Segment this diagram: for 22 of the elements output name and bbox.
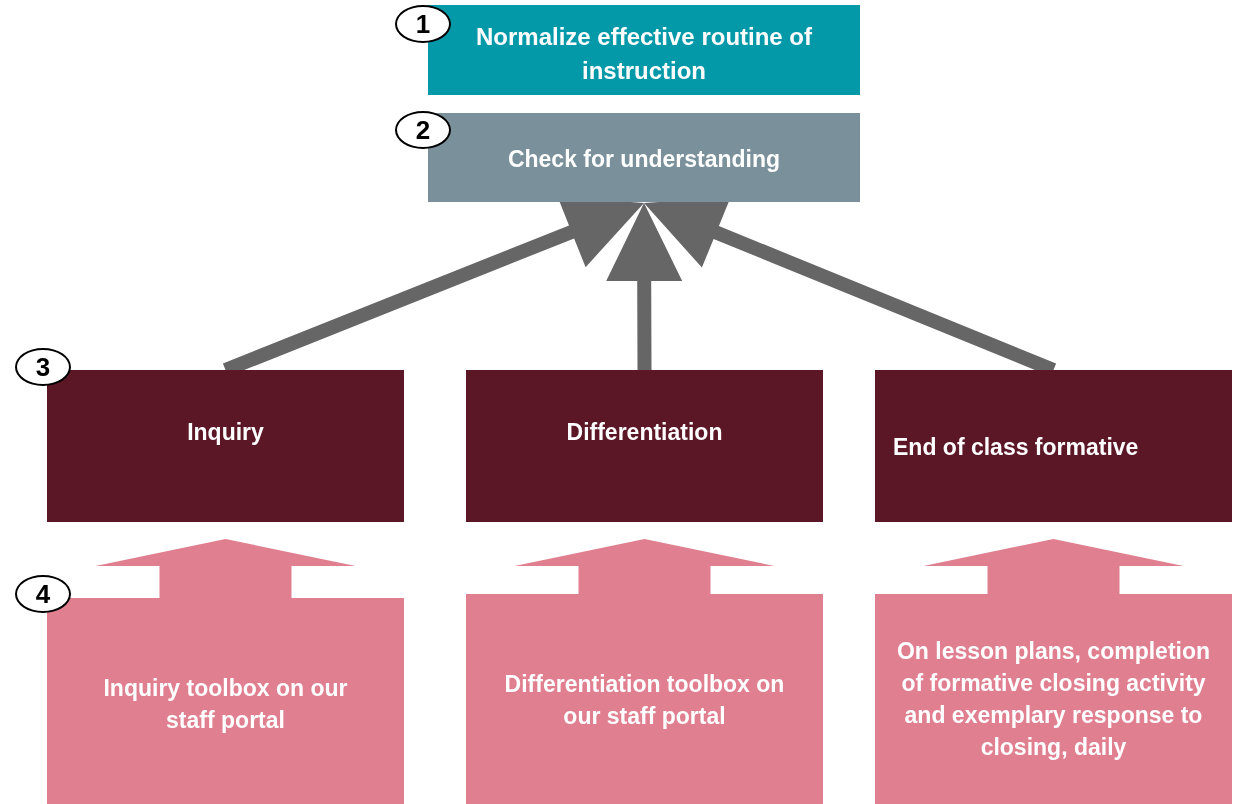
box-label: Inquiry (187, 418, 264, 447)
block-arrow (923, 539, 1184, 594)
process-box (875, 370, 1232, 522)
process-box (466, 594, 823, 804)
block-arrow (95, 539, 356, 598)
callout-number: 4 (15, 575, 71, 613)
box-label: On lesson plans, completion of formative closing activity and exemplary response to closing, daily (895, 636, 1212, 763)
box-label: End of class formative (893, 433, 1139, 462)
box-label: Differentiation toolbox on our staff portal (503, 670, 786, 732)
process-box (875, 594, 1232, 804)
callout-number: 1 (395, 5, 451, 43)
box-label: Check for understanding (507, 145, 781, 174)
process-box (428, 5, 860, 95)
box-label: Differentiation (566, 418, 723, 447)
block-arrow (514, 539, 775, 594)
block-arrow (606, 203, 683, 370)
process-box (428, 113, 860, 202)
callout-number: 2 (395, 111, 451, 149)
callout-number: 3 (15, 348, 71, 386)
box-label: Inquiry toolbox on our staff portal (102, 674, 349, 736)
process-box (466, 370, 823, 522)
box-label: Normalize effective routine of instruction (474, 22, 814, 86)
